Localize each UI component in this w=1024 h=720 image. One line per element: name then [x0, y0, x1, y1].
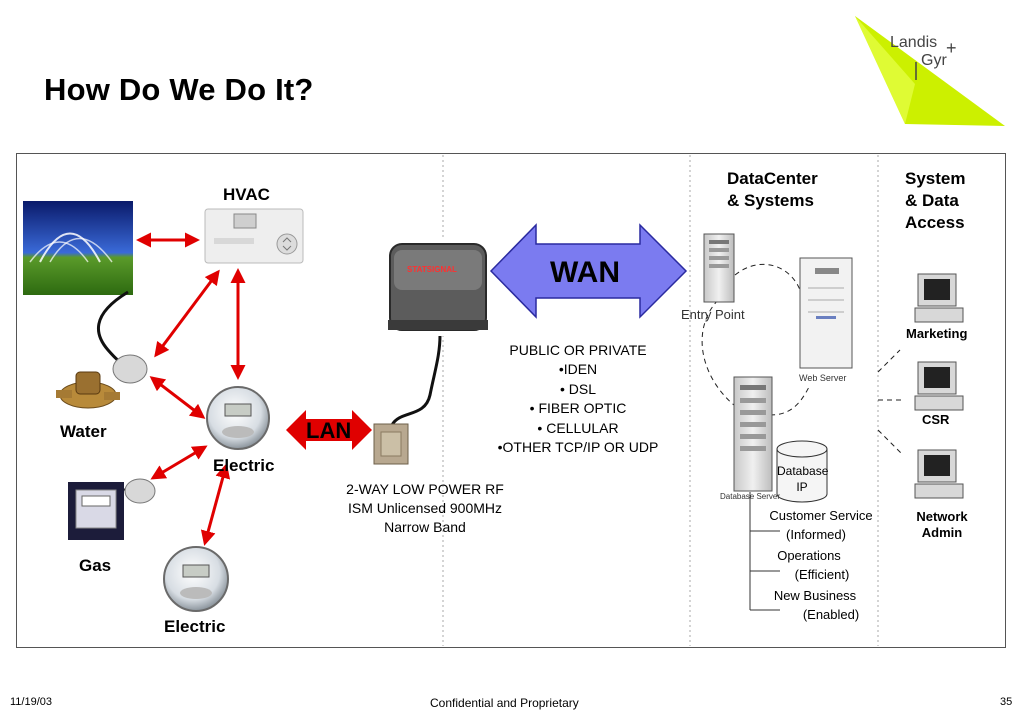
rf-line-1: 2-WAY LOW POWER RF	[346, 481, 504, 497]
label-water: Water	[60, 422, 107, 441]
label-csr: CSR	[922, 412, 950, 427]
arrow-gas-electric	[150, 445, 208, 480]
rf-description: 2-WAY LOW POWER RF ISM Unlicensed 900MHz…	[330, 480, 520, 537]
service-benefit: (Efficient)	[794, 567, 850, 582]
datacenter-heading-line: DataCenter	[727, 169, 818, 188]
service-name: Customer Service	[769, 508, 873, 523]
service-customer: Customer Service (Informed)	[765, 506, 877, 544]
service-name: New Business	[773, 588, 857, 603]
electric-meter-icon	[206, 386, 270, 450]
label-database-server: Database Server	[720, 492, 781, 501]
service-benefit: (Enabled)	[802, 607, 860, 622]
datacenter-heading: DataCenter & Systems	[727, 168, 818, 212]
label-marketing: Marketing	[906, 326, 968, 341]
label-electric-1: Electric	[213, 456, 275, 475]
label-network-admin: Network Admin	[906, 509, 978, 541]
computer-terminal-icon-csr	[914, 361, 964, 411]
label-electric-2: Electric	[164, 617, 226, 636]
system-access-heading: System & Data Access	[905, 168, 965, 234]
landis-gyr-logo	[855, 16, 1005, 126]
water-meter-icon	[56, 354, 148, 409]
service-new-business: New Business (Enabled)	[772, 586, 864, 624]
service-benefit: (Informed)	[786, 527, 846, 542]
logo-text-plus: +	[946, 38, 957, 58]
services-tree	[749, 492, 780, 611]
rf-line-2: ISM Unlicensed 900MHz	[347, 500, 503, 516]
logo-text-landis: Landis	[890, 34, 938, 51]
wan-option: • FIBER OPTIC	[529, 400, 627, 417]
datacenter-heading-line: & Systems	[727, 191, 814, 210]
thermostat-icon	[204, 208, 304, 264]
label-web-server: Web Server	[799, 373, 847, 383]
label-gas: Gas	[79, 556, 112, 575]
system-access-heading-line: & Data	[905, 191, 959, 210]
database-icon	[776, 440, 828, 503]
label-statsignal: STATSIGNAL	[407, 265, 457, 274]
logo-green-shape	[855, 16, 1005, 126]
arrow-water-thermostat	[154, 269, 220, 358]
computer-terminal-icon-network-admin	[914, 449, 964, 499]
database-server-icon	[733, 376, 773, 492]
red-link-arrows	[136, 232, 246, 546]
wan-arrow	[489, 223, 688, 319]
radio-module-icon	[384, 240, 490, 336]
computer-terminal-icon-marketing	[914, 273, 964, 323]
arrow-electric-electric	[200, 463, 231, 546]
wan-options-list: PUBLIC OR PRIVATE •IDEN • DSL • FIBER OP…	[488, 341, 668, 457]
datacenter-network-links	[701, 263, 904, 456]
system-access-heading-line: System	[905, 169, 966, 188]
label-hvac: HVAC	[223, 185, 270, 204]
label-database-ip: Database IP	[777, 463, 829, 495]
label-entry-point: Entry Point	[681, 307, 745, 322]
system-access-heading-line: Access	[905, 213, 965, 232]
footer-confidential: Confidential and Proprietary	[430, 696, 579, 710]
entry-point-server-icon	[703, 233, 735, 303]
sprinkler-image-icon	[23, 201, 133, 295]
footer-date: 11/19/03	[10, 696, 53, 708]
electric-meter-icon-2	[163, 546, 229, 612]
database-ip-line: Database	[777, 464, 829, 478]
service-operations: Operations (Efficient)	[770, 546, 852, 584]
gas-meter-icon	[68, 478, 156, 540]
diagram-frame	[16, 153, 1006, 648]
collector-box-icon	[373, 423, 409, 465]
network-admin-line: Network	[916, 509, 968, 524]
wan-option: • DSL	[559, 380, 597, 397]
web-server-icon	[799, 257, 853, 369]
page-title: How Do We Do It?	[44, 72, 314, 107]
label-wan: WAN	[550, 256, 620, 289]
footer-page-number: 35	[1000, 696, 1013, 708]
arrow-water-electric	[149, 376, 206, 419]
label-lan: LAN	[306, 418, 352, 443]
wan-option: • CELLULAR	[537, 419, 619, 436]
logo-text-gyr: Gyr	[921, 52, 947, 69]
wan-option: PUBLIC OR PRIVATE	[509, 342, 647, 358]
wan-option: •IDEN	[558, 361, 598, 378]
network-admin-line: Admin	[921, 525, 963, 540]
cable-collector-module	[390, 334, 442, 426]
wan-option: •OTHER TCP/IP OR UDP	[497, 439, 659, 456]
service-name: Operations	[777, 548, 841, 563]
rf-line-3: Narrow Band	[384, 519, 466, 535]
lan-arrow	[286, 410, 372, 450]
database-ip-line: IP	[796, 480, 808, 494]
